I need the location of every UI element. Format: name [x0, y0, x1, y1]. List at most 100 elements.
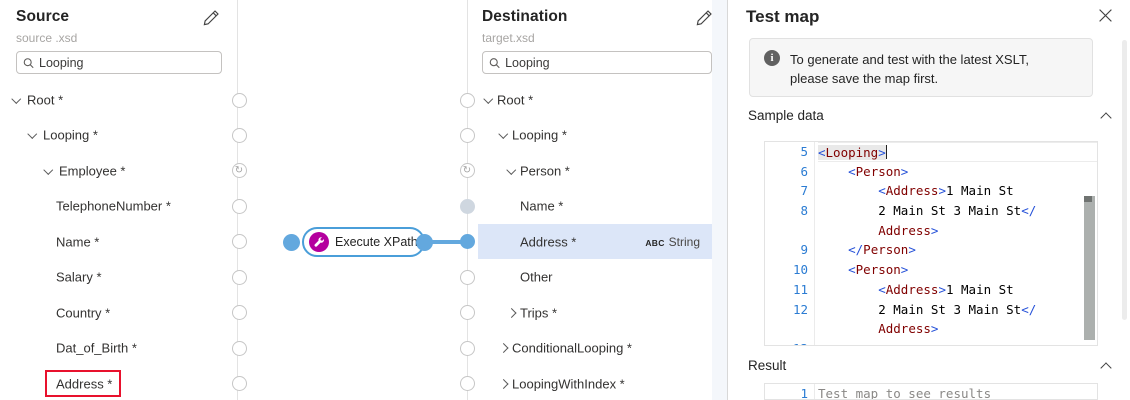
xml-punctuation: > — [930, 321, 939, 337]
source-tree-item-telephonenumber[interactable]: TelephoneNumber * — [0, 189, 237, 224]
chevron-down-icon[interactable] — [506, 164, 516, 175]
destination-tree-item-name[interactable]: Name * — [478, 189, 712, 224]
tree-item-label: TelephoneNumber * — [56, 198, 171, 214]
destination-tree-item-person[interactable]: Person * — [478, 153, 712, 188]
chevron-down-icon[interactable] — [498, 129, 508, 139]
source-handle-name[interactable] — [231, 234, 247, 250]
destination-edit-pencil-icon[interactable] — [696, 9, 714, 27]
destination-handle-loop-person[interactable]: ↻ — [459, 163, 475, 179]
destination-tree-item-conditionallooping[interactable]: ConditionalLooping * — [478, 330, 712, 365]
destination-search-box[interactable] — [482, 51, 712, 74]
scrollbar-mark — [1084, 196, 1092, 202]
sample-editor-scrollbar[interactable] — [1083, 143, 1096, 344]
destination-search-input[interactable] — [505, 55, 705, 70]
line-number: 12 — [792, 301, 808, 317]
source-tree-item-salary[interactable]: Salary * — [0, 259, 237, 294]
destination-handle-address[interactable] — [459, 234, 475, 250]
connection-edge[interactable] — [424, 239, 467, 245]
tree-item-label: Name * — [520, 198, 564, 214]
source-tree-item-root[interactable]: Root * — [0, 82, 237, 117]
xml-punctuation: < — [878, 281, 886, 297]
sample-data-editor[interactable]: 5678910111213 <Looping> <Person> <Addres… — [764, 141, 1098, 346]
sample-data-collapse-chevron-up-icon[interactable] — [1100, 112, 1112, 124]
result-collapse-chevron-up-icon[interactable] — [1100, 362, 1112, 374]
destination-tree-item-loopingwithindex[interactable]: LoopingWithIndex * — [478, 366, 712, 400]
code-line[interactable] — [818, 339, 1097, 345]
chevron-down-icon[interactable] — [483, 94, 493, 104]
execute-xpath-function-node[interactable]: Execute XPath — [302, 227, 425, 257]
source-handle-dat-of-birth[interactable] — [231, 340, 247, 356]
source-handle-telephonenumber[interactable] — [231, 198, 247, 214]
chevron-down-icon[interactable] — [11, 94, 21, 104]
source-search-input[interactable] — [39, 55, 215, 70]
sample-editor-code[interactable]: <Looping> <Person> <Address>1 Main St 2 … — [814, 142, 1097, 345]
xml-punctuation: > — [908, 242, 916, 258]
xml-tag: Address — [878, 321, 931, 337]
destination-handle-trips[interactable] — [459, 305, 475, 321]
source-tree-item-employee[interactable]: Employee * — [0, 153, 237, 188]
code-line[interactable]: <Address>1 Main St — [818, 181, 1097, 201]
result-editor-code[interactable]: Test map to see results — [814, 384, 1097, 399]
source-panel-title: Source — [16, 8, 70, 25]
test-panel-scrollbar[interactable] — [1122, 40, 1127, 320]
code-line[interactable]: <Looping> — [818, 142, 1097, 162]
xml-tag: Person — [855, 262, 901, 278]
xml-tag: Looping — [825, 145, 879, 160]
destination-tree-item-other[interactable]: Other — [478, 259, 712, 294]
code-line[interactable]: Address> — [818, 319, 1097, 339]
source-handle-looping[interactable] — [231, 127, 247, 143]
destination-handle-other[interactable] — [459, 269, 475, 285]
code-line[interactable]: Address> — [818, 221, 1097, 241]
code-line[interactable]: 2 Main St 3 Main St</ — [818, 300, 1097, 320]
destination-tree-item-root[interactable]: Root * — [478, 82, 712, 117]
xml-punctuation: > — [900, 262, 909, 278]
tree-item-label: Country * — [56, 305, 111, 321]
destination-tree-item-trips[interactable]: Trips * — [478, 295, 712, 330]
scrollbar-thumb[interactable] — [1084, 196, 1095, 340]
destination-handle-conditionallooping[interactable] — [459, 340, 475, 356]
source-handle-salary[interactable] — [231, 269, 247, 285]
source-tree-item-country[interactable]: Country * — [0, 295, 237, 330]
destination-handle-root[interactable] — [459, 92, 475, 108]
source-tree-item-name[interactable]: Name * — [0, 224, 237, 259]
type-name: String — [668, 234, 700, 249]
source-handle-root[interactable] — [231, 92, 247, 108]
info-banner-text: To generate and test with the latest XSL… — [790, 52, 1029, 86]
source-handle-loop-employee[interactable]: ↻ — [231, 163, 247, 179]
destination-handle-looping[interactable] — [459, 127, 475, 143]
tree-item-label: Address * — [56, 376, 113, 392]
source-tree-item-dat-of-birth[interactable]: Dat_of_Birth * — [0, 330, 237, 365]
panel-divider — [712, 0, 727, 400]
chevron-down-icon[interactable] — [27, 129, 37, 139]
source-search-box[interactable] — [16, 51, 222, 74]
xml-text: 2 Main St 3 Main St — [878, 203, 1022, 219]
chevron-down-icon[interactable] — [43, 164, 53, 175]
code-line[interactable]: 2 Main St 3 Main St</ — [818, 201, 1097, 221]
source-handle-country[interactable] — [231, 305, 247, 321]
chevron-right-icon[interactable] — [498, 378, 508, 389]
code-line[interactable]: <Person> — [818, 162, 1097, 182]
chevron-right-icon[interactable] — [498, 343, 508, 353]
close-icon[interactable] — [1098, 8, 1114, 24]
source-tree-item-address[interactable]: Address * — [0, 366, 237, 400]
function-output-port[interactable] — [416, 233, 433, 251]
result-editor-line-numbers: 1 — [765, 384, 814, 399]
text-cursor — [885, 145, 888, 159]
function-input-port[interactable] — [283, 233, 300, 251]
destination-handle-name[interactable] — [459, 198, 475, 214]
source-edit-pencil-icon[interactable] — [203, 9, 221, 27]
code-line[interactable]: <Person> — [818, 260, 1097, 280]
xml-tag: Person — [855, 163, 901, 179]
source-handle-address[interactable] — [231, 376, 247, 392]
code-line[interactable]: </Person> — [818, 240, 1097, 260]
destination-tree-item-looping[interactable]: Looping * — [478, 118, 712, 153]
destination-handle-loopingwithindex[interactable] — [459, 376, 475, 392]
line-number — [765, 319, 814, 339]
destination-panel-title: Destination — [482, 8, 568, 25]
source-tree-item-looping[interactable]: Looping * — [0, 118, 237, 153]
chevron-right-icon[interactable] — [506, 308, 516, 318]
xml-punctuation: </ — [1021, 203, 1037, 219]
code-line[interactable]: <Address>1 Main St — [818, 280, 1097, 300]
result-editor[interactable]: 1 Test map to see results — [764, 383, 1098, 400]
